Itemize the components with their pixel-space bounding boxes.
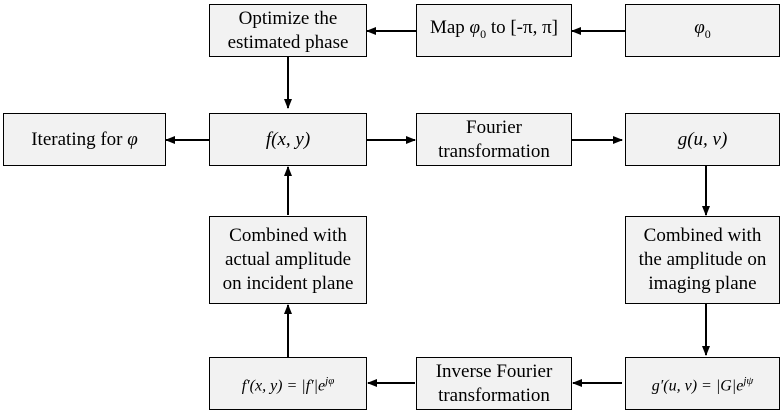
map-phi-subscript: 0 bbox=[480, 26, 487, 41]
fxy-args: (x, y) bbox=[271, 128, 311, 150]
fprime-exponent: jφ bbox=[325, 374, 335, 387]
optimize-line1: Optimize the bbox=[238, 7, 338, 29]
gprime-exp-base: e bbox=[736, 377, 744, 395]
iterating-box: Iterating for φ bbox=[3, 113, 166, 166]
iterating-phi-symbol: φ bbox=[127, 128, 138, 150]
map-phi-symbol: φ bbox=[469, 16, 481, 38]
phi0-box: φ0 bbox=[625, 4, 780, 57]
combined-imaging-line2: the amplitude on bbox=[638, 249, 767, 270]
combined-actual-line1: Combined with bbox=[229, 225, 347, 246]
combined-imaging-line1: Combined with bbox=[643, 225, 762, 246]
fourier-line1: Fourier bbox=[466, 116, 522, 138]
inverse-line1: Inverse Fourier bbox=[435, 360, 553, 382]
combined-actual-line3: on incident plane bbox=[222, 273, 354, 294]
fourier-box: Fourier transformation bbox=[416, 113, 572, 166]
fprime-box: f′(x, y) = |f′|ejφ bbox=[209, 357, 367, 410]
gprime-lhs: g′(u, v) = bbox=[651, 377, 716, 395]
gprime-magnitude: |G| bbox=[715, 377, 737, 395]
guv-box: g(u, v) bbox=[625, 113, 780, 166]
map-prefix: Map bbox=[429, 16, 470, 38]
guv-args: (u, v) bbox=[687, 128, 728, 150]
inverse-box: Inverse Fourier transformation bbox=[416, 357, 572, 410]
gprime-exponent: jψ bbox=[743, 374, 754, 387]
combined-actual-box: Combined with actual amplitude on incide… bbox=[209, 216, 367, 304]
phi0-subscript: 0 bbox=[704, 26, 711, 41]
combined-imaging-box: Combined with the amplitude on imaging p… bbox=[625, 216, 780, 304]
combined-imaging-line3: imaging plane bbox=[648, 273, 757, 294]
combined-actual-line2: actual amplitude bbox=[224, 249, 352, 270]
fprime-exp-base: e bbox=[318, 377, 326, 395]
fxy-fn: f bbox=[265, 128, 272, 150]
phi0-symbol: φ bbox=[694, 16, 705, 38]
inverse-line2: transformation bbox=[438, 384, 550, 406]
guv-fn: g bbox=[677, 128, 688, 150]
iterating-text: Iterating for bbox=[31, 128, 128, 150]
gprime-box: g′(u, v) = |G|ejψ bbox=[625, 357, 780, 410]
fprime-lhs: f′(x, y) = bbox=[241, 377, 302, 395]
map-suffix: to [-π, π] bbox=[486, 16, 559, 38]
fourier-line2: transformation bbox=[438, 140, 550, 162]
map-box: Map φ0 to [-π, π] bbox=[416, 4, 572, 57]
fxy-box: f(x, y) bbox=[209, 113, 367, 166]
optimize-box: Optimize the estimated phase bbox=[209, 4, 367, 57]
optimize-line2: estimated phase bbox=[227, 31, 349, 53]
fprime-magnitude: |f′| bbox=[301, 377, 319, 395]
